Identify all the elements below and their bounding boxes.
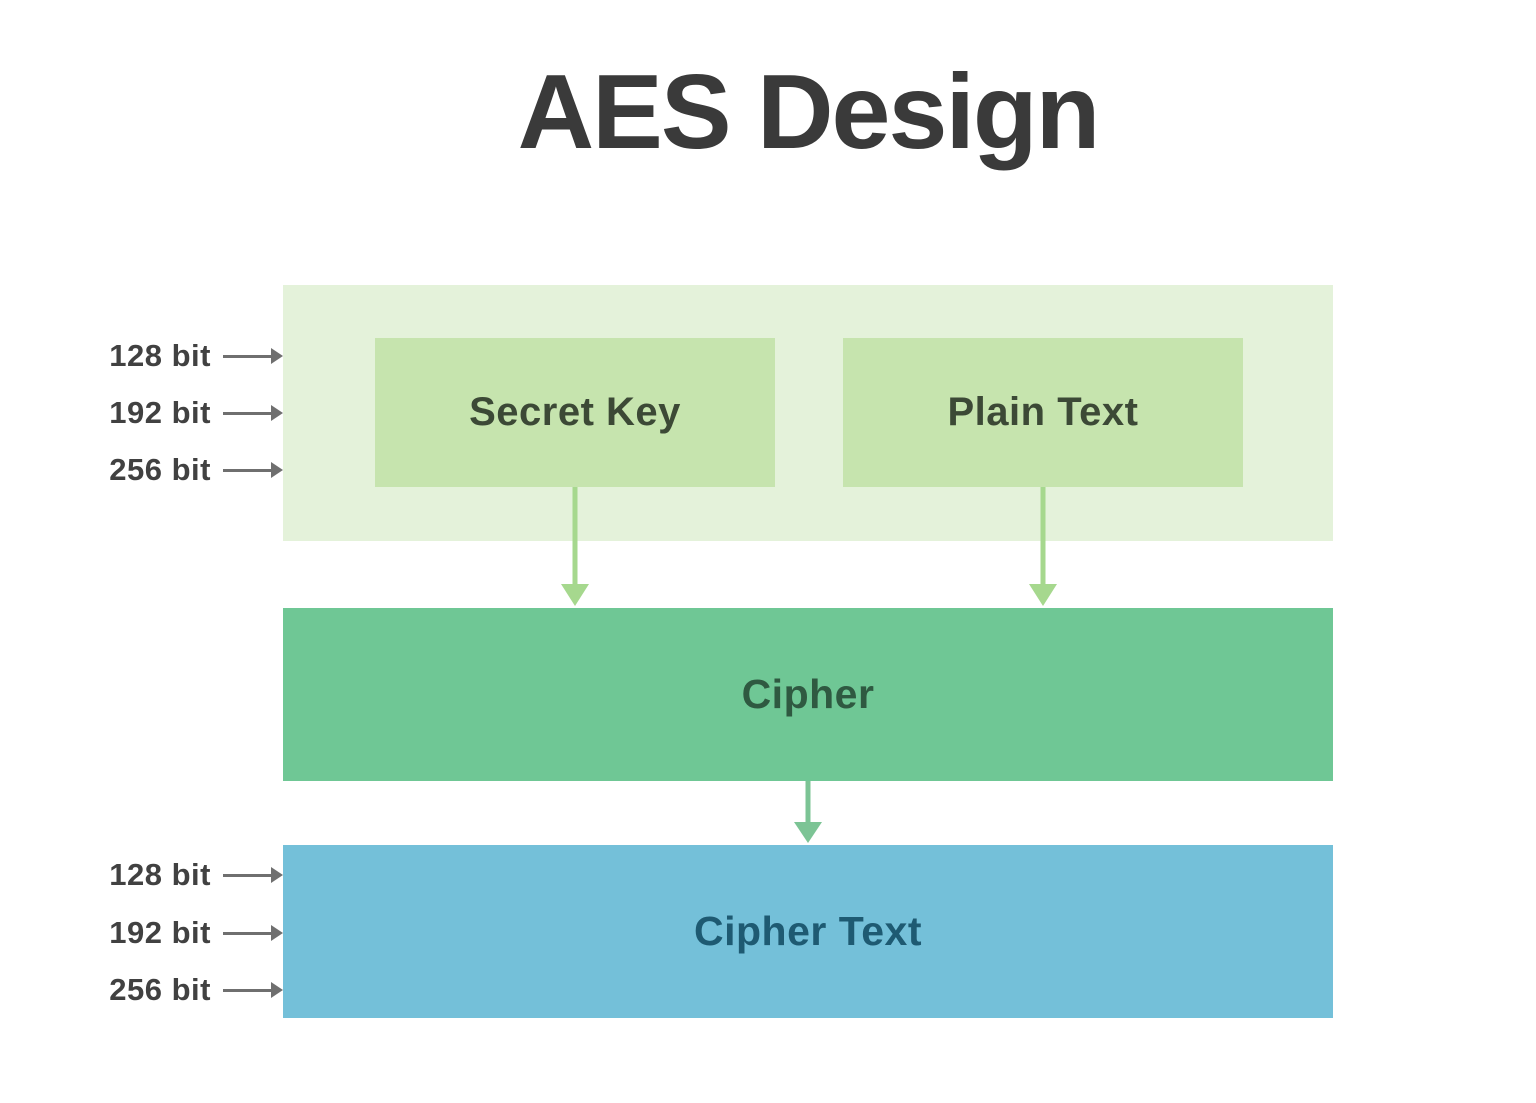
right-arrow-icon	[223, 866, 283, 884]
right-arrow-icon	[223, 461, 283, 479]
cipher-down-arrow-icon	[794, 781, 822, 843]
key-size-row-192-top: 192 bit	[99, 393, 283, 433]
key-input-container: Secret Key Plain Text	[283, 285, 1333, 541]
cipher-node: Cipher	[283, 608, 1333, 781]
cipher-text-node: Cipher Text	[283, 845, 1333, 1018]
secret-key-down-arrow-icon	[561, 487, 589, 606]
plain-text-node: Plain Text	[843, 338, 1243, 487]
key-size-row-192-bottom: 192 bit	[99, 913, 283, 953]
plain-text-down-arrow-icon	[1029, 487, 1057, 606]
right-arrow-icon	[223, 924, 283, 942]
arrow-head	[561, 584, 589, 606]
arrow-head	[794, 822, 822, 843]
arrow-head	[1029, 584, 1057, 606]
key-size-label-256: 256 bit	[109, 972, 211, 1007]
key-size-label-192: 192 bit	[109, 915, 211, 950]
key-size-label-256: 256 bit	[109, 452, 211, 487]
key-size-row-128-top: 128 bit	[99, 336, 283, 376]
key-size-label-192: 192 bit	[109, 395, 211, 430]
key-size-row-256-bottom: 256 bit	[99, 970, 283, 1010]
plain-text-label: Plain Text	[947, 390, 1139, 434]
key-size-row-256-top: 256 bit	[99, 450, 283, 490]
arrow-shaft	[805, 781, 811, 823]
diagram-title: AES Design	[517, 53, 1101, 171]
right-arrow-icon	[223, 404, 283, 422]
key-size-row-128-bottom: 128 bit	[99, 855, 283, 895]
secret-key-node: Secret Key	[375, 338, 775, 487]
key-size-label-128: 128 bit	[109, 338, 211, 373]
right-arrow-icon	[223, 981, 283, 999]
cipher-label: Cipher	[741, 671, 875, 717]
key-size-label-128: 128 bit	[109, 857, 211, 892]
right-arrow-icon	[223, 347, 283, 365]
arrow-shaft	[1040, 487, 1046, 585]
cipher-text-label: Cipher Text	[694, 908, 922, 954]
arrow-shaft	[572, 487, 578, 585]
secret-key-label: Secret Key	[469, 390, 681, 434]
